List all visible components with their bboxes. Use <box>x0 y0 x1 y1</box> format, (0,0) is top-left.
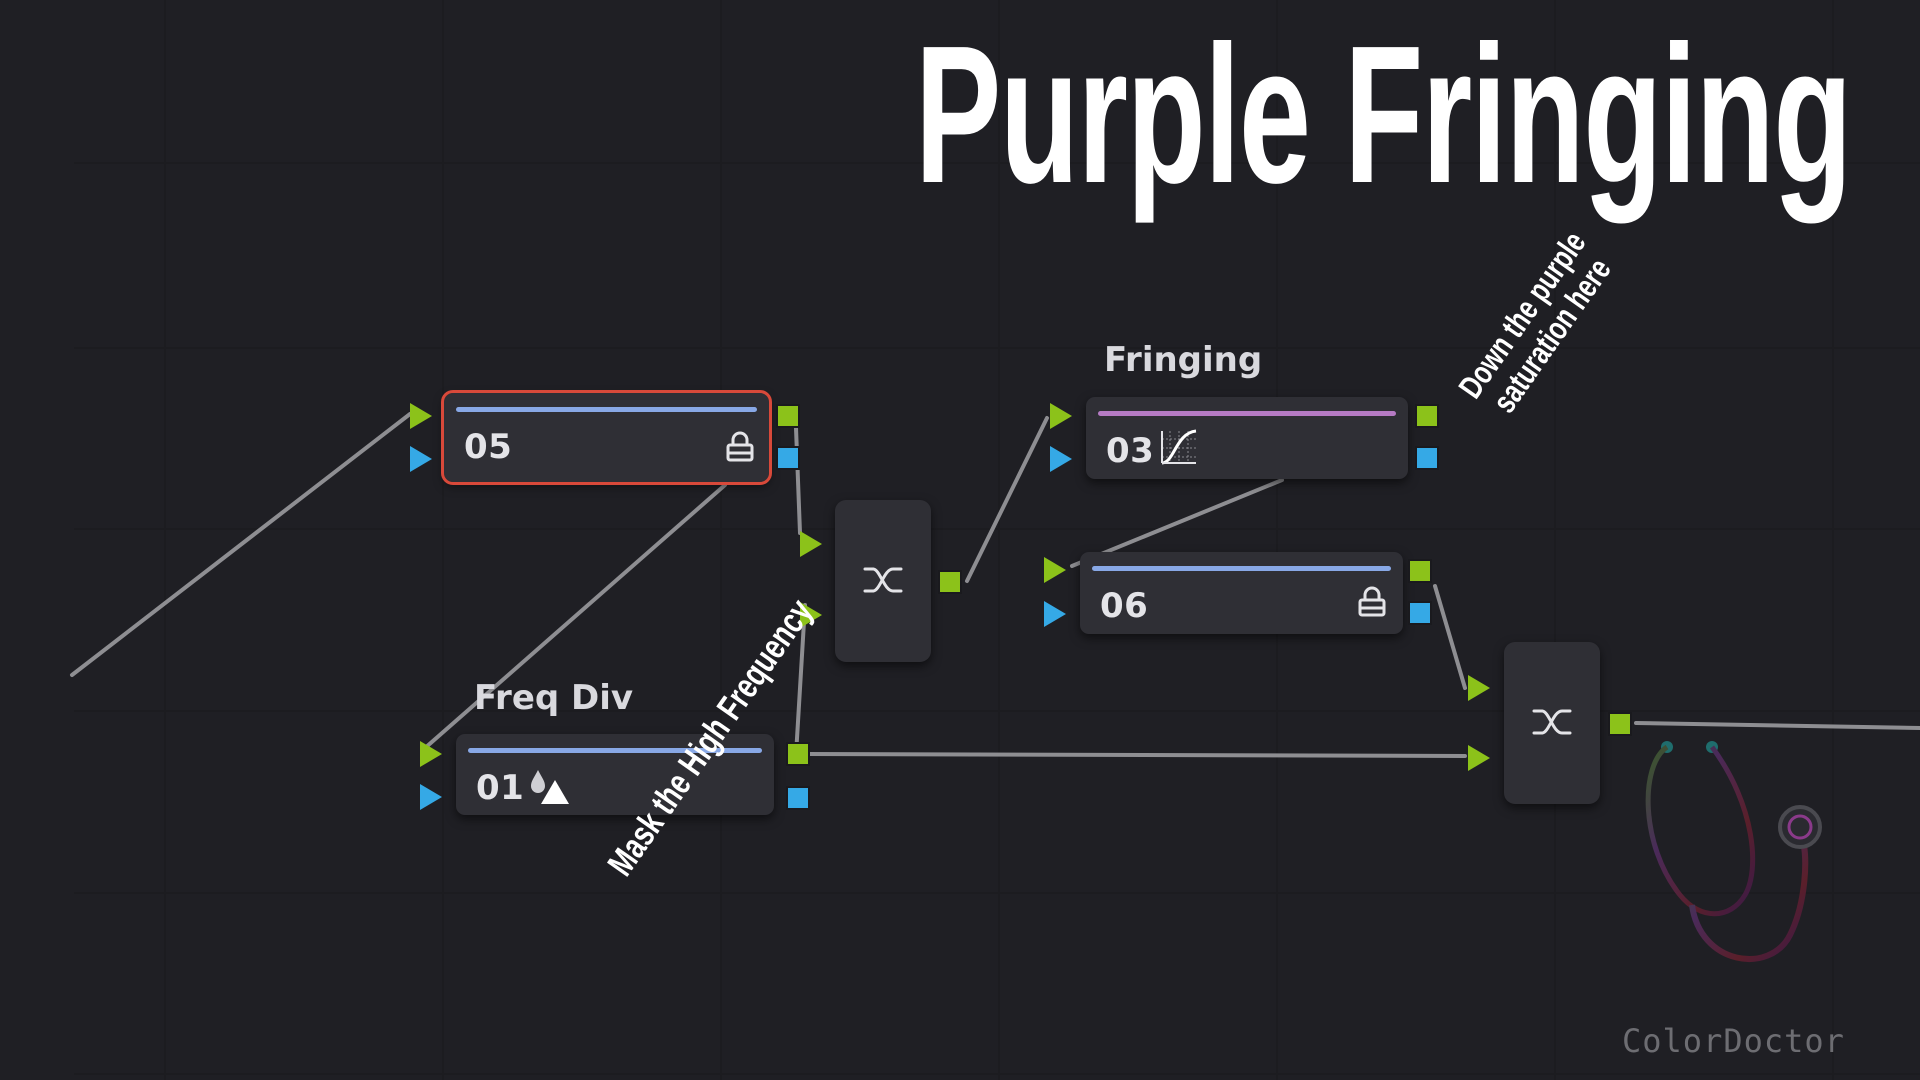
node-color-bar <box>1092 566 1391 571</box>
node-color-bar <box>468 748 762 753</box>
page-title: Purple Fringing <box>915 5 1852 224</box>
key-output-port[interactable] <box>1415 446 1439 470</box>
wire-06-to-mixer2 <box>1433 584 1467 690</box>
key-output-port[interactable] <box>786 786 810 810</box>
wire-input-to-05 <box>70 412 412 677</box>
key-input-port[interactable] <box>410 446 432 472</box>
grid-line <box>74 347 1920 349</box>
wire-mixer2-to-output <box>1634 721 1920 730</box>
node-label: Fringing <box>1104 340 1263 380</box>
rgb-output-port[interactable] <box>1415 404 1439 428</box>
lock-icon <box>1356 586 1388 622</box>
brand-watermark: ColorDoctor <box>1622 1022 1845 1060</box>
rgb-input-port[interactable] <box>1044 557 1066 583</box>
grid-line <box>164 0 166 1080</box>
rgb-input-port[interactable] <box>420 741 442 767</box>
node-number: 03 <box>1106 431 1155 471</box>
key-input-port[interactable] <box>420 784 442 810</box>
node-03[interactable]: 03 <box>1086 397 1408 479</box>
node-number: 06 <box>1100 586 1149 626</box>
node-color-bar <box>456 407 757 412</box>
rgb-input-port[interactable] <box>410 403 432 429</box>
wire-01-to-mixer2 <box>806 752 1467 758</box>
rgb-output-port[interactable] <box>776 404 800 428</box>
grid-line <box>1554 0 1556 1080</box>
stethoscope-logo-icon <box>1645 741 1822 962</box>
node-number: 05 <box>464 427 513 467</box>
mixer-output-port[interactable] <box>938 570 962 594</box>
key-output-port[interactable] <box>1408 601 1432 625</box>
mixer-input-port[interactable] <box>1468 675 1490 701</box>
curves-icon <box>1160 429 1198 469</box>
key-output-port[interactable] <box>776 446 800 470</box>
grid-line <box>74 162 1920 164</box>
grid-line <box>74 528 1920 530</box>
key-input-port[interactable] <box>1050 446 1072 472</box>
node-label: Freq Div <box>474 678 634 718</box>
node-06[interactable]: 06 <box>1080 552 1403 634</box>
grid-line <box>74 1073 1920 1075</box>
layer-mixer-icon <box>862 561 904 603</box>
wire-01-to-mixer1 <box>794 603 807 757</box>
grid-line <box>74 710 1920 712</box>
node-number: 01 <box>476 768 525 808</box>
wire-05-to-mixer1 <box>794 426 802 535</box>
mixer-input-port[interactable] <box>800 602 822 628</box>
grid-line <box>998 0 1000 1080</box>
rgb-output-port[interactable] <box>1408 559 1432 583</box>
layer-mixer-node[interactable] <box>1504 642 1600 804</box>
lock-icon <box>724 431 756 467</box>
blur-sharpen-icon <box>528 768 572 812</box>
wire-03-to-06 <box>1070 478 1284 568</box>
rgb-input-port[interactable] <box>1050 403 1072 429</box>
grid-line <box>720 0 722 1080</box>
rgb-output-port[interactable] <box>786 742 810 766</box>
node-05[interactable]: 05 <box>441 390 772 485</box>
mixer-input-port[interactable] <box>800 531 822 557</box>
grid-line <box>1276 0 1278 1080</box>
grid-line <box>442 0 444 1080</box>
grid-line <box>1832 0 1834 1080</box>
key-input-port[interactable] <box>1044 601 1066 627</box>
wire-05-to-01 <box>423 483 727 750</box>
mixer-input-port[interactable] <box>1468 745 1490 771</box>
wire-mixer1-to-03 <box>965 416 1049 583</box>
node-01[interactable]: 01 <box>456 734 774 815</box>
layer-mixer-node[interactable] <box>835 500 931 662</box>
mixer-output-port[interactable] <box>1608 712 1632 736</box>
node-color-bar <box>1098 411 1396 416</box>
grid-line <box>74 892 1920 894</box>
layer-mixer-icon <box>1531 703 1573 745</box>
